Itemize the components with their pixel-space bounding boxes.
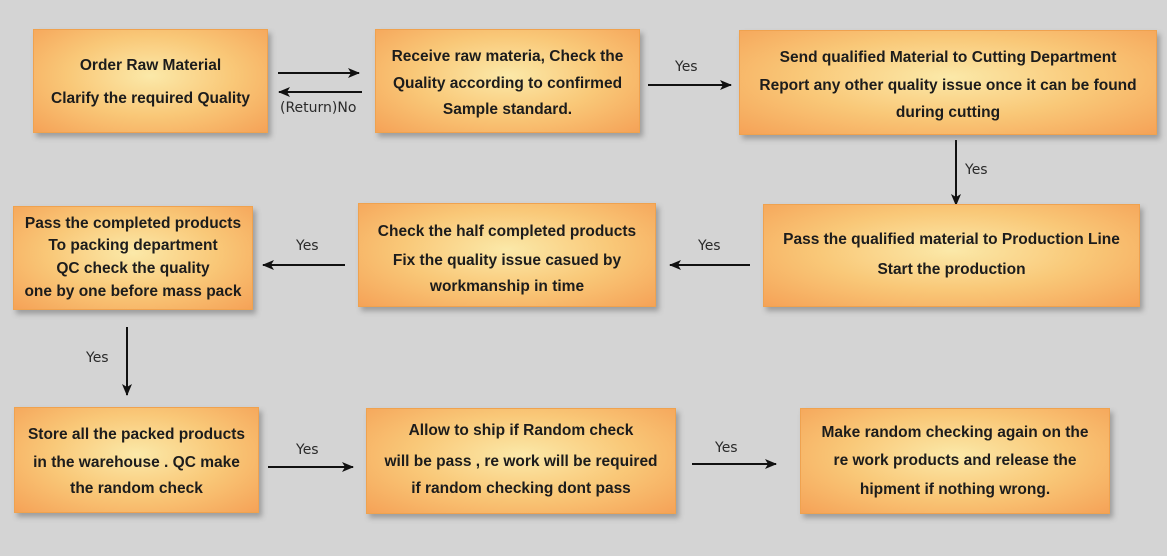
step-text: Sample standard. bbox=[442, 101, 573, 118]
step-random-check-again: Make random checking again on the re wor… bbox=[800, 408, 1110, 514]
edge-label-yes: Yes bbox=[698, 238, 721, 254]
edge-label-yes: Yes bbox=[965, 162, 988, 178]
step-store-packed: Store all the packed products in the war… bbox=[14, 407, 259, 513]
step-text: re work products and release the bbox=[833, 452, 1077, 469]
edge-label-yes: Yes bbox=[296, 442, 319, 458]
edge-label-yes: Yes bbox=[296, 238, 319, 254]
step-text: Check the half completed products bbox=[377, 223, 637, 240]
step-text: hipment if nothing wrong. bbox=[859, 481, 1051, 498]
step-text: during cutting bbox=[895, 104, 1001, 121]
step-text: Make random checking again on the bbox=[821, 424, 1089, 441]
step-text: one by one before mass pack bbox=[24, 283, 242, 300]
step-text: QC check the quality bbox=[56, 260, 210, 277]
step-text: Receive raw materia, Check the bbox=[391, 48, 624, 65]
edge-label-yes: Yes bbox=[715, 440, 738, 456]
step-text: Order Raw Material bbox=[79, 57, 222, 74]
step-text: Fix the quality issue casued by bbox=[392, 252, 622, 269]
step-pass-to-production: Pass the qualified material to Productio… bbox=[763, 204, 1140, 307]
step-text: workmanship in time bbox=[429, 278, 585, 295]
step-allow-to-ship: Allow to ship if Random check will be pa… bbox=[366, 408, 676, 514]
step-text: Report any other quality issue once it c… bbox=[759, 77, 1137, 94]
step-text: will be pass , re work will be required bbox=[384, 453, 658, 470]
step-check-half-completed: Check the half completed products Fix th… bbox=[358, 203, 656, 307]
edge-label-yes: Yes bbox=[86, 350, 109, 366]
edge-label-yes: Yes bbox=[675, 59, 698, 75]
step-text: Pass the completed products bbox=[24, 215, 242, 232]
step-text: in the warehouse . QC make bbox=[33, 454, 240, 471]
step-text: Pass the qualified material to Productio… bbox=[783, 231, 1120, 248]
step-text: To packing department bbox=[48, 237, 218, 254]
edge-label-return-no: (Return)No bbox=[280, 100, 357, 116]
step-send-to-cutting: Send qualified Material to Cutting Depar… bbox=[739, 30, 1157, 135]
step-text: if random checking dont pass bbox=[411, 480, 631, 497]
step-pass-to-packing: Pass the completed products To packing d… bbox=[13, 206, 253, 310]
step-text: the random check bbox=[70, 480, 203, 497]
step-text: Quality according to confirmed bbox=[392, 75, 623, 92]
step-text: Start the production bbox=[877, 261, 1026, 278]
step-receive-raw-material: Receive raw materia, Check the Quality a… bbox=[375, 29, 640, 133]
step-order-raw-material: Order Raw Material Clarify the required … bbox=[33, 29, 268, 133]
step-text: Allow to ship if Random check bbox=[408, 422, 634, 439]
step-text: Store all the packed products bbox=[27, 426, 246, 443]
step-text: Send qualified Material to Cutting Depar… bbox=[779, 49, 1117, 66]
step-text: Clarify the required Quality bbox=[51, 90, 250, 107]
